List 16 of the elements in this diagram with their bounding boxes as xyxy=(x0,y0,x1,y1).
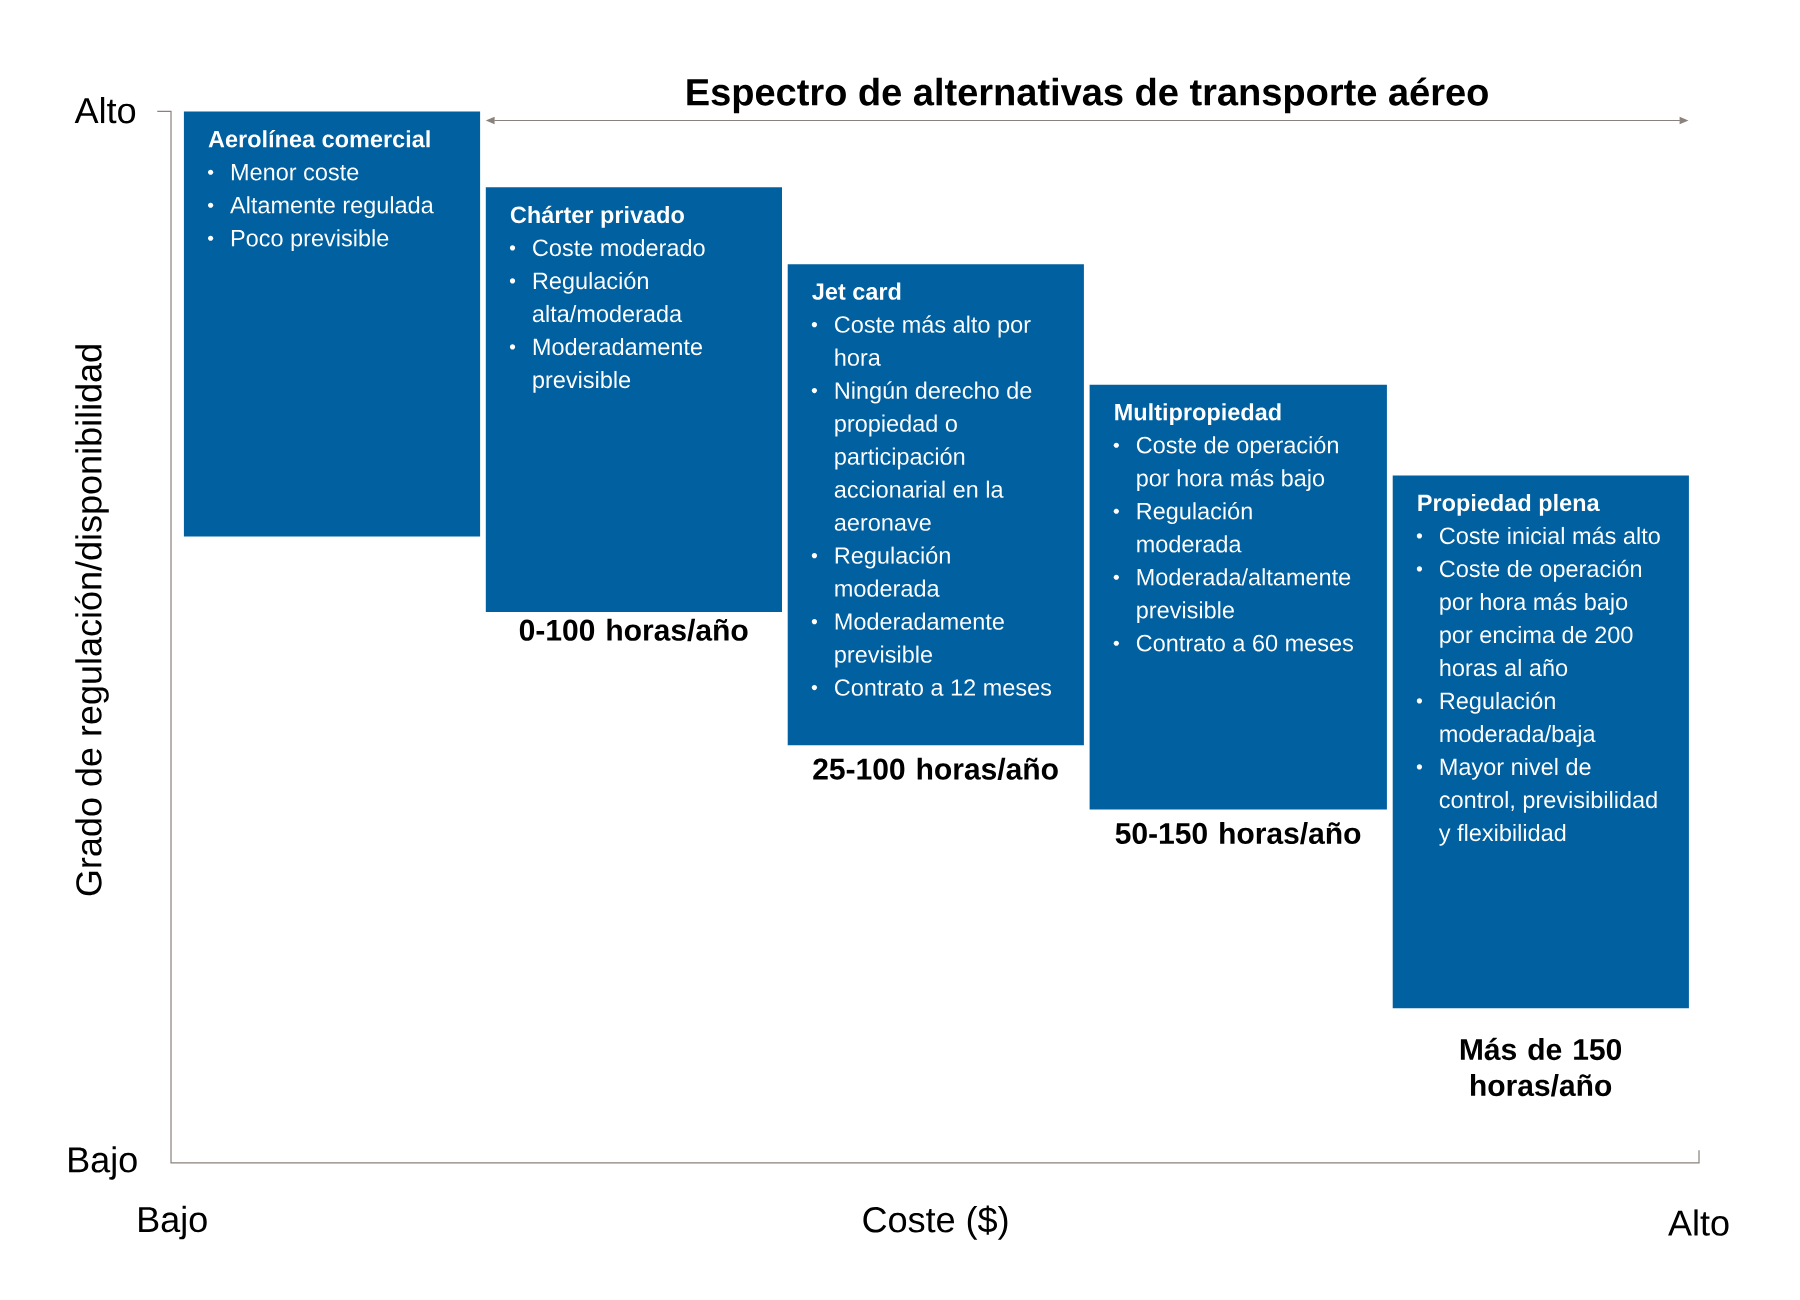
option-box: Chárter privado Coste moderado Regulación alta/moderada Moderadamente previsible xyxy=(485,187,782,613)
axis-label: Bajo xyxy=(139,1205,207,1240)
axis-title: Coste ($) xyxy=(863,1205,1008,1240)
axis-label: Alto xyxy=(1668,1209,1729,1236)
option-box: Aerolínea comercial Menor coste Altamente regulada Poco previsible xyxy=(183,111,481,537)
axis-label: Alto xyxy=(74,97,136,124)
hours-label: 25-100 horas/año xyxy=(813,757,1058,781)
option-box: Jet card Coste más alto por hora Ningún derecho de propiedad o participación accionarial en la aeronave Regulación moderada Moderadamente previsible Contrato a 12 meses xyxy=(787,264,1084,746)
option-box: Propiedad plena Coste inicial más alto Coste de operación por hora más bajo por encima de 200 horas al año Regulación moderada/baja Mayor nivel de control, previsibilidad y flexibilidad xyxy=(1392,475,1689,1009)
axis-label: Bajo xyxy=(69,1146,137,1180)
axis-title: Grado de regulación/disponibilidad xyxy=(74,345,109,896)
chart-title: Espectro de alternativas de transporte aéreo xyxy=(687,77,1488,114)
hours-label: 50-150 horas/año xyxy=(1115,822,1361,845)
hours-label: Más de 150 horas/año xyxy=(1460,1037,1622,1097)
hours-label: 0-100 horas/año xyxy=(519,618,748,642)
option-box: Multipropiedad Coste de operación por hora más bajo Regulación moderada Moderada/altamente previsible Contrato a 60 meses xyxy=(1089,384,1387,810)
